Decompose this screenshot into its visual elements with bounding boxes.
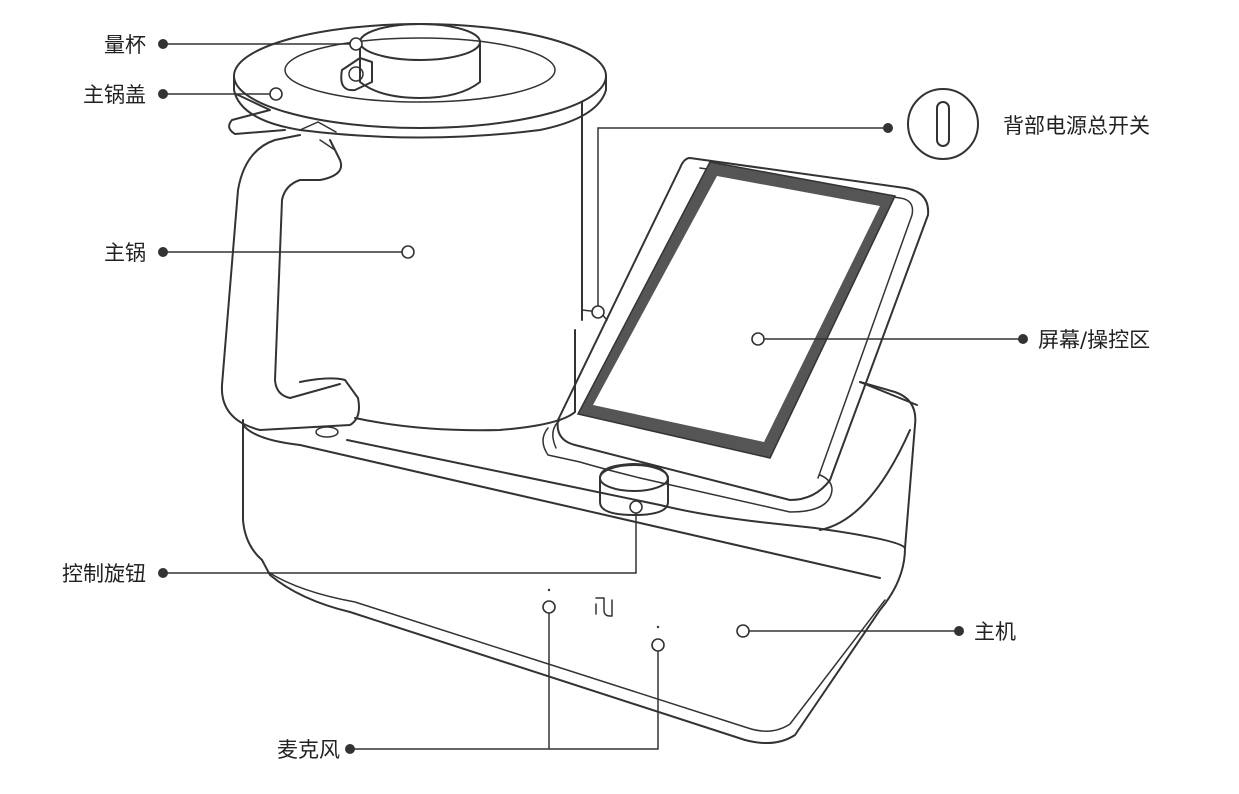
label-screen-control-area: 屏幕/操控区 bbox=[1038, 328, 1150, 352]
power-switch-illustration bbox=[907, 88, 979, 160]
callout-microphone: 麦克风 bbox=[277, 600, 665, 762]
label-control-knob: 控制旋钮 bbox=[62, 562, 146, 586]
callout-main-unit: 主机 bbox=[736, 620, 1016, 644]
label-rear-power-switch: 背部电源总开关 bbox=[1003, 114, 1150, 138]
callout-control-knob: 控制旋钮 bbox=[62, 500, 643, 586]
brand-logo-icon bbox=[595, 597, 613, 617]
label-main-unit: 主机 bbox=[974, 620, 1016, 644]
screen-illustration bbox=[556, 157, 930, 501]
callout-rear-power-switch: 背部电源总开关 bbox=[591, 114, 1150, 319]
label-main-pot-lid: 主锅盖 bbox=[83, 83, 146, 107]
callout-main-pot-lid: 主锅盖 bbox=[83, 83, 283, 107]
callout-measuring-cup: 量杯 bbox=[104, 33, 363, 57]
control-knob-illustration bbox=[599, 463, 669, 516]
label-main-pot: 主锅 bbox=[104, 241, 146, 265]
measuring-cup-illustration bbox=[340, 23, 481, 99]
callout-main-pot: 主锅 bbox=[104, 241, 415, 265]
label-microphone: 麦克风 bbox=[277, 738, 340, 762]
main-pot-illustration bbox=[220, 101, 608, 438]
microphone-holes bbox=[547, 588, 660, 629]
label-measuring-cup: 量杯 bbox=[104, 33, 146, 57]
main-unit-illustration bbox=[242, 381, 918, 745]
main-pot-lid-illustration bbox=[228, 23, 607, 139]
callout-screen-control-area: 屏幕/操控区 bbox=[751, 328, 1150, 352]
